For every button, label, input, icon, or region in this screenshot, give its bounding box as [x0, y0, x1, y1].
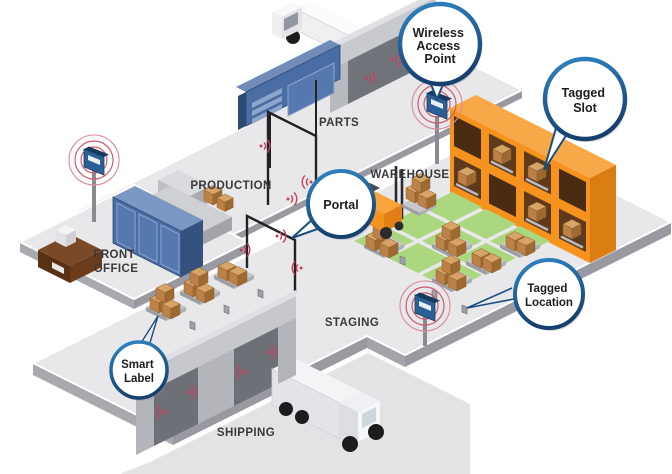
dock-opening: [348, 23, 412, 104]
area-label-parts: PARTS: [319, 117, 359, 129]
antenna-pole: [435, 116, 439, 164]
forklift-wheel: [380, 227, 392, 239]
callout-smart-label: Smart Label: [109, 315, 169, 401]
area-label-production: PRODUCTION: [190, 180, 271, 192]
callout-bubble: [109, 340, 169, 400]
truck-wheel: [342, 436, 358, 452]
desktop-computer: [56, 225, 76, 247]
dock-opening: [154, 367, 198, 446]
callout-wireless-access-point: Wireless Access Point: [397, 1, 483, 102]
callout-text: Wireless Access Point: [413, 26, 468, 66]
area-label-shipping: SHIPPING: [217, 427, 275, 439]
parts-box: [216, 193, 234, 212]
callout-text: Tagged Location: [525, 283, 573, 309]
callout-tagged-location: Tagged Location: [466, 258, 585, 331]
antenna-front-office: [68, 134, 120, 222]
area-label-front-office: FRONT OFFICE: [93, 249, 138, 275]
storage-rack: [450, 95, 616, 263]
callout-bubble: [542, 56, 628, 142]
dock-door-shipping-2-back: [216, 327, 278, 415]
office-desk: [38, 234, 102, 283]
reader-cabling: [269, 80, 317, 168]
antenna-staging: [399, 280, 451, 346]
dock-door-shipping-2-front: [216, 290, 296, 384]
callout-text: Smart Label: [121, 359, 157, 385]
truck-wheel: [295, 410, 309, 424]
production-cabinet: [112, 186, 203, 278]
callout-portal: Portal: [291, 169, 376, 240]
truck-cab: [340, 392, 380, 442]
truck-wheel: [279, 402, 293, 416]
callout-bubble: [306, 169, 376, 239]
portal-frame-lower: [245, 214, 297, 292]
callout-leader-lines: [140, 315, 159, 347]
callout-tagged-slot: Tagged Slot: [542, 56, 628, 171]
callout-text: Tagged Slot: [561, 86, 608, 115]
callout-bubble: [513, 258, 585, 330]
forklift-wheel: [394, 221, 404, 231]
area-label-staging: STAGING: [325, 317, 379, 329]
callout-leader-lines: [466, 287, 515, 309]
windshield: [284, 12, 298, 31]
callout-bubble: [397, 1, 483, 87]
area-label-warehouse: WAREHOUSE: [371, 169, 450, 181]
dock-opening: [234, 327, 278, 406]
windshield: [362, 407, 376, 428]
truck-wheel: [368, 424, 384, 440]
shipping-truck: [271, 358, 384, 452]
antenna-warehouse: [411, 78, 463, 164]
rack-slots: [454, 116, 586, 252]
truck-cab: [272, 2, 302, 39]
callout-text: Portal: [323, 198, 358, 212]
antenna-pole: [92, 170, 96, 222]
